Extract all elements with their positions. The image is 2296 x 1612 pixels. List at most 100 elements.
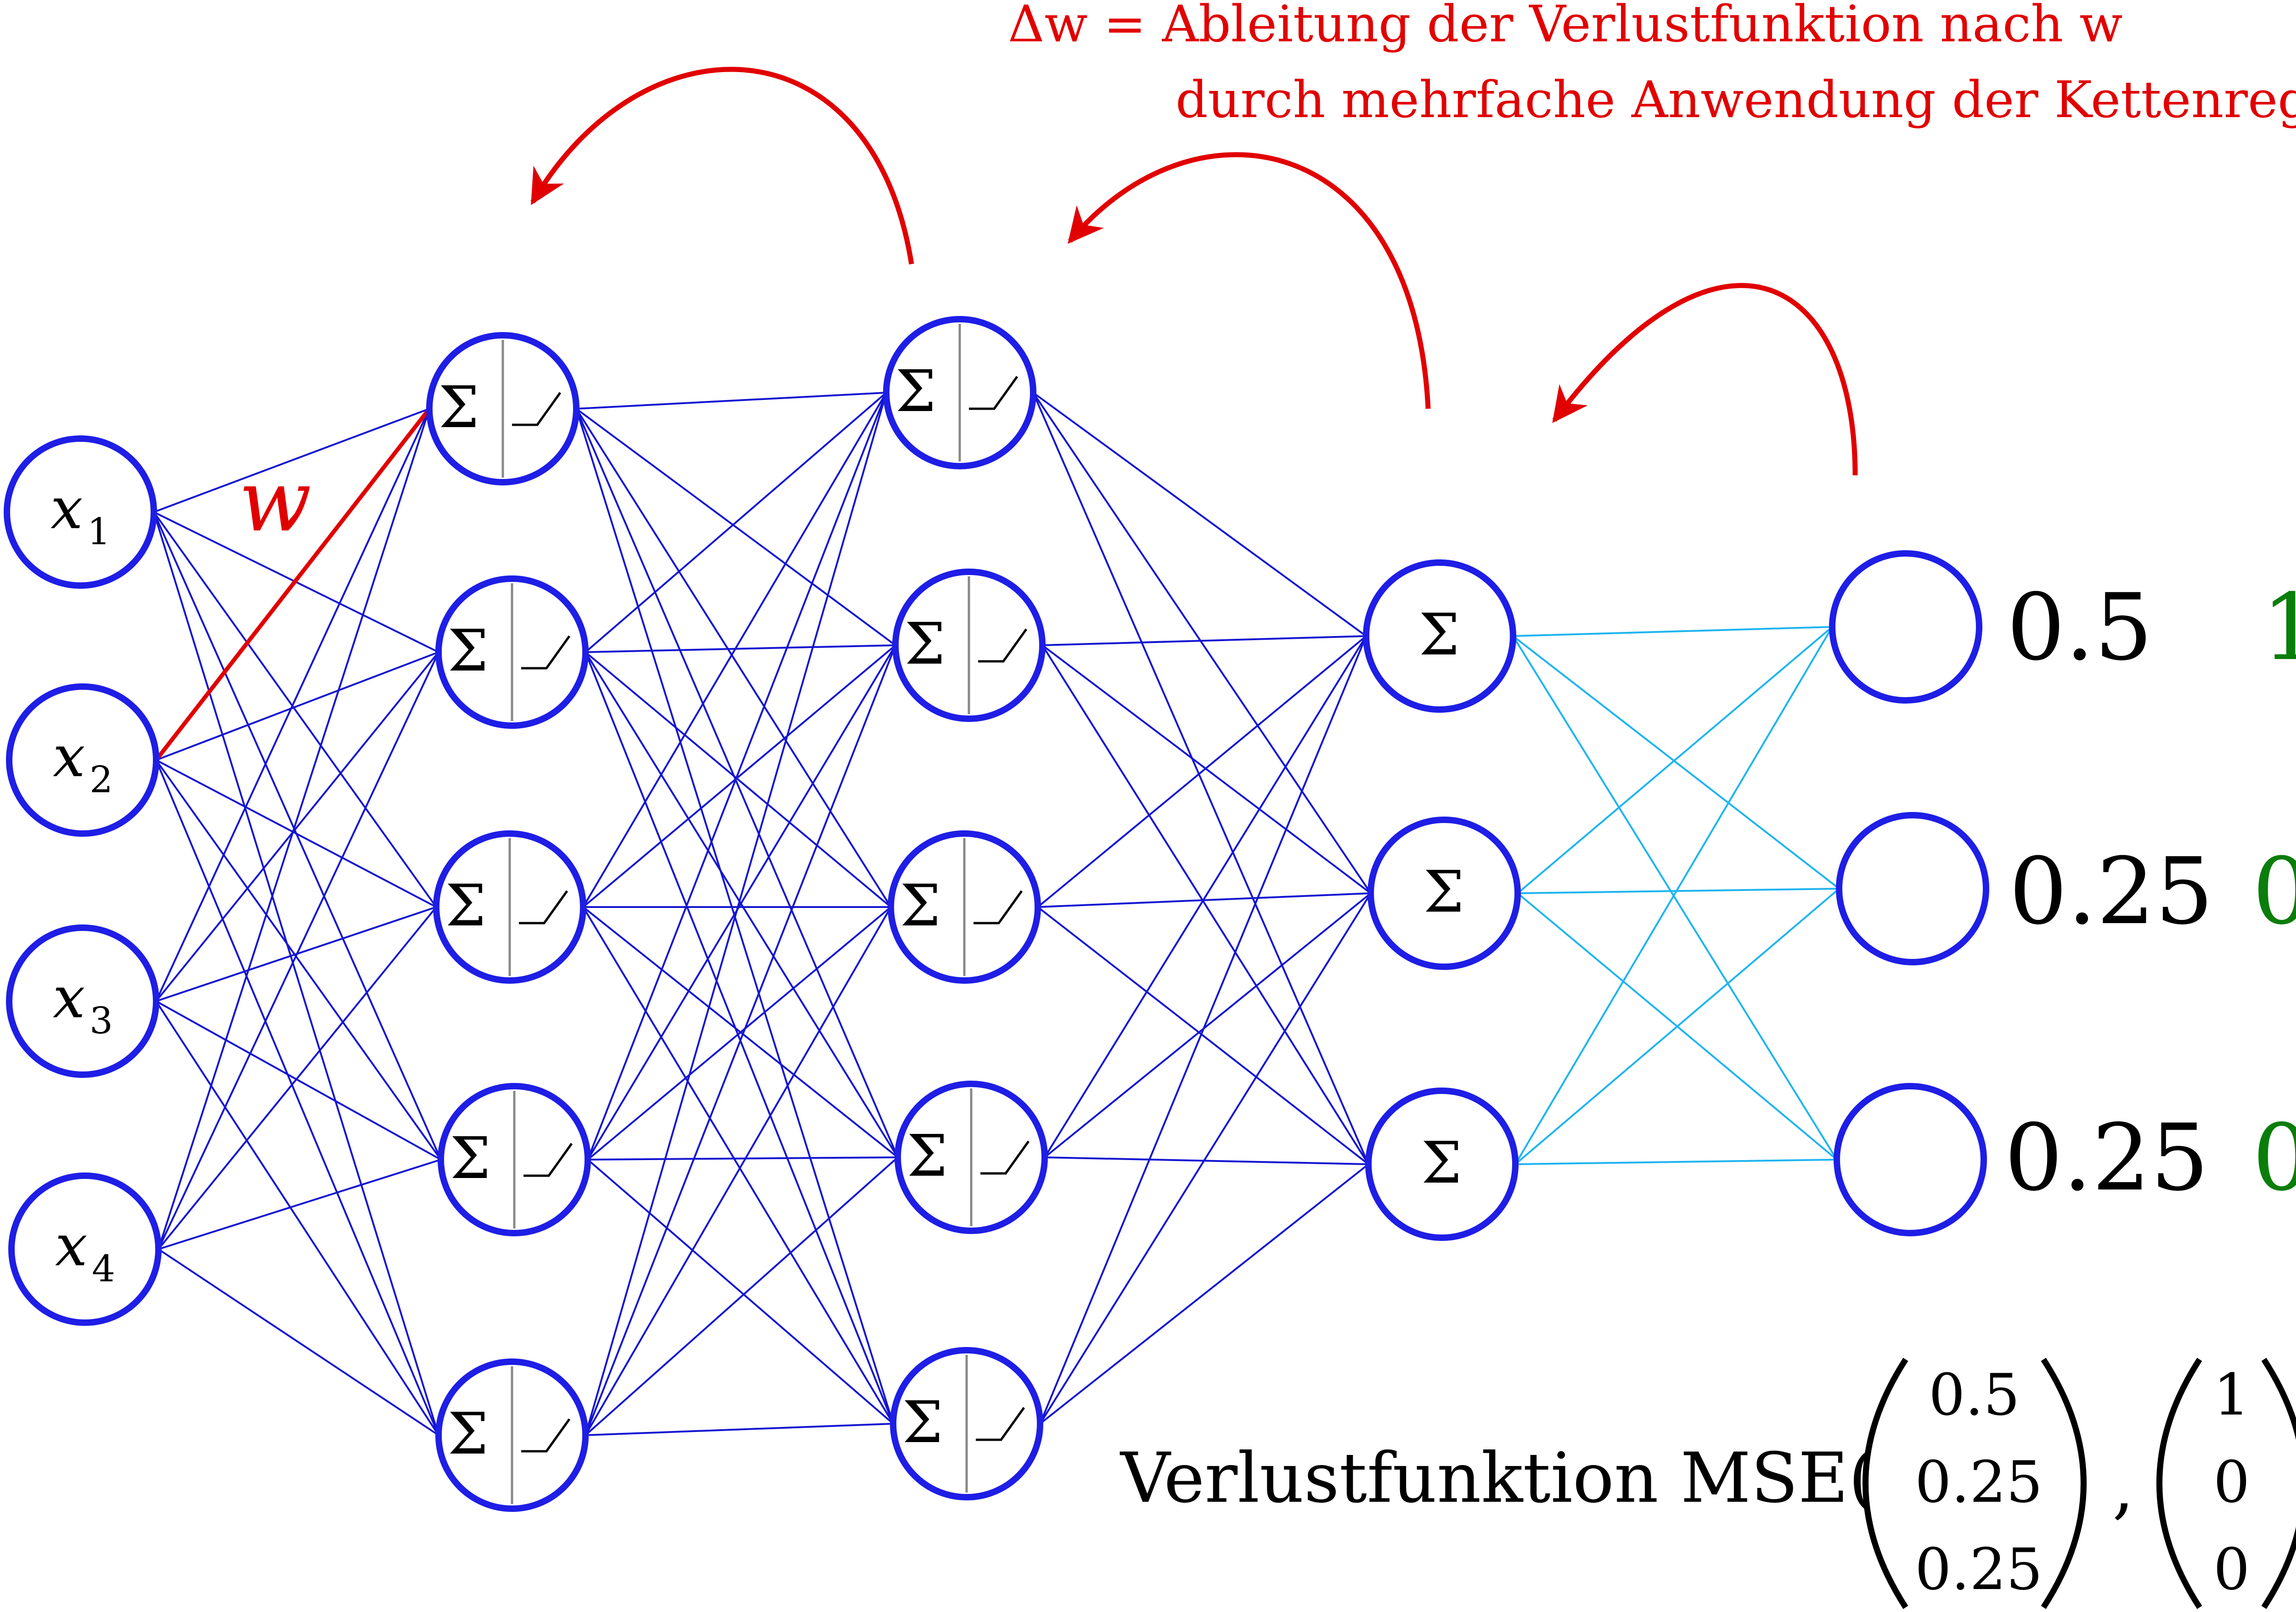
- connection-l0-1-3: [155, 759, 442, 1161]
- connection-l0-2-1: [155, 651, 439, 1002]
- connection-l1-3-1: [587, 644, 896, 1161]
- highlighted-weight: [154, 407, 431, 761]
- connection-l1-0-2: [575, 408, 892, 908]
- neuron-l3-2: Σ: [1367, 817, 1521, 970]
- connection-l1-4-4: [585, 1423, 894, 1436]
- connection-l2-3-2: [1044, 1156, 1369, 1165]
- target-entry-2: 0: [2213, 1449, 2250, 1516]
- connection-l3-0-0: [1513, 626, 1833, 637]
- connection-l1-2-1: [582, 644, 896, 908]
- sum-symbol: Σ: [895, 358, 936, 425]
- connection-l1-4-1: [585, 645, 896, 1436]
- relu-icon: [980, 1140, 1030, 1175]
- target-value-1: 1: [2262, 574, 2296, 681]
- connection-l0-2-0: [155, 408, 430, 1002]
- relu-icon: [523, 1143, 573, 1177]
- target-entry-1: 1: [2213, 1362, 2250, 1428]
- backprop-arrow-2: [1068, 152, 1431, 409]
- connection-l1-1-0: [585, 392, 887, 653]
- neuron-circle: [6, 683, 159, 837]
- neuron-circle: [1834, 1083, 1987, 1236]
- connection-l1-1-2: [585, 651, 892, 908]
- input-label: x: [51, 475, 83, 542]
- neuron-l4-1: [1829, 550, 1982, 704]
- connection-l1-0-0: [576, 392, 887, 410]
- neuron-l1-1: Σ: [426, 332, 580, 485]
- backprop-arrows: [530, 67, 1858, 476]
- input-label: x: [53, 964, 85, 1031]
- connection-l1-4-3: [585, 1156, 899, 1436]
- sum-symbol: Σ: [445, 873, 486, 939]
- annotation-line-2: durch mehrfache Anwendung der Kettenrege…: [1176, 70, 2296, 129]
- neuron-circle: [6, 924, 159, 1078]
- target-value-2: 0: [2252, 838, 2296, 945]
- sum-symbol: Σ: [907, 1123, 947, 1189]
- annotation-line-1: Δw = Ableitung der Verlustfunktion nach …: [1008, 0, 2123, 53]
- connection-l3-2-2: [1515, 1159, 1837, 1165]
- connection-l2-1-2: [1041, 644, 1369, 1165]
- input-subscript: 2: [90, 758, 113, 801]
- connection-l0-3-4: [158, 1248, 439, 1436]
- output-value-3: 0.25: [2004, 1105, 2209, 1212]
- connection-l1-4-0: [585, 392, 887, 1436]
- connection-l1-3-0: [587, 392, 887, 1160]
- highlighted-connection: [154, 407, 431, 761]
- sum-symbol: Σ: [448, 618, 488, 684]
- connection-l3-1-1: [1517, 888, 1840, 894]
- relu-icon: [512, 392, 562, 426]
- output-value-2: 0.25: [2009, 838, 2213, 945]
- neuron-l2-4: Σ: [895, 1081, 1048, 1234]
- prediction-entry-3: 0.25: [1915, 1536, 2043, 1603]
- loss-label: Verlustfunktion MSE(: [1120, 1438, 1875, 1518]
- input-label: x: [55, 1212, 88, 1279]
- connection-l0-2-3: [156, 1000, 441, 1161]
- connection-l0-3-3: [158, 1159, 441, 1250]
- connection-l2-2-2: [1037, 906, 1369, 1165]
- sum-symbol: Σ: [439, 374, 479, 441]
- connection-l3-2-0: [1514, 626, 1833, 1165]
- sum-symbol: Σ: [902, 1389, 943, 1456]
- neuron-l1-3: Σ: [433, 830, 586, 984]
- connection-l0-3-0: [158, 408, 430, 1250]
- neuron-l3-3: Σ: [1365, 1088, 1519, 1241]
- connection-l0-3-1: [158, 652, 439, 1250]
- connection-l1-4-2: [585, 906, 892, 1436]
- target-entry-3: 0: [2213, 1536, 2250, 1603]
- neuron-circle: [1367, 817, 1521, 970]
- connection-l1-2-4: [582, 906, 894, 1425]
- connection-l2-1-0: [1042, 635, 1367, 646]
- right-paren-target: [2261, 1358, 2296, 1609]
- connection-l1-1-3: [585, 651, 899, 1158]
- prediction-entry-2: 0.25: [1915, 1449, 2043, 1516]
- connection-l0-2-4: [155, 1000, 439, 1436]
- relu-icon: [974, 890, 1023, 924]
- relu-icon: [521, 1418, 571, 1453]
- connections: [153, 392, 1840, 1436]
- loss-function: Verlustfunktion MSE( 0.5 0.25 0.25 , 1 0…: [1120, 1358, 2296, 1609]
- connection-l2-2-0: [1037, 635, 1367, 908]
- connection-l1-0-1: [575, 408, 896, 646]
- connection-l0-0-2: [153, 511, 437, 908]
- sum-symbol: Σ: [1421, 1130, 1462, 1196]
- sum-symbol: Σ: [450, 1125, 490, 1192]
- connection-l3-1-0: [1517, 626, 1833, 894]
- connection-l1-1-1: [585, 644, 896, 653]
- relu-icon: [978, 628, 1028, 663]
- sum-symbol: Σ: [1424, 859, 1464, 925]
- connection-l1-3-4: [587, 1159, 894, 1425]
- connection-l0-1-4: [155, 760, 439, 1436]
- input-subscript: 1: [87, 510, 111, 553]
- connection-l2-0-2: [1032, 392, 1369, 1165]
- neuron-l4-3: [1834, 1083, 1987, 1236]
- relu-icon: [521, 635, 571, 670]
- neuron-l2-3: Σ: [888, 830, 1041, 984]
- connection-l3-2-1: [1514, 888, 1840, 1165]
- connection-l2-4-1: [1039, 892, 1372, 1425]
- backprop-arrow-3: [1552, 283, 1858, 476]
- relu-icon: [969, 376, 1019, 410]
- input-subscript: 3: [90, 999, 113, 1042]
- connection-l3-0-1: [1512, 635, 1840, 890]
- output-value-1: 0.5: [2007, 574, 2153, 681]
